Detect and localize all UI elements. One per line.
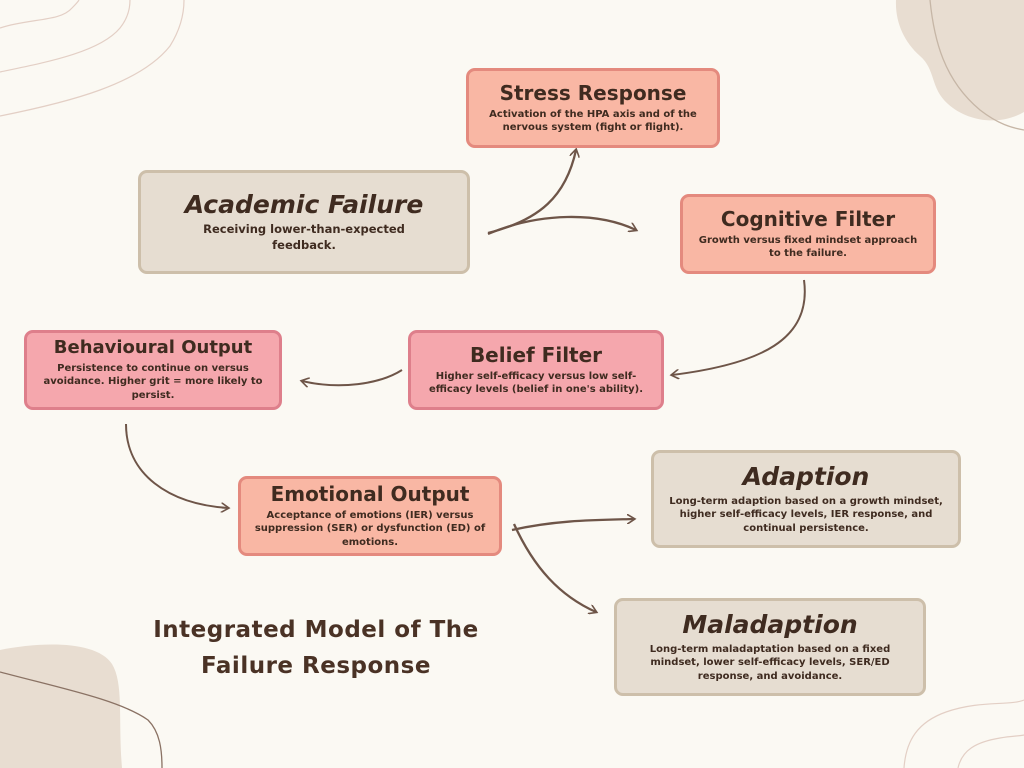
node-belief-filter: Belief Filter Higher self-efficacy versu… xyxy=(408,330,664,410)
contour-line-top-left xyxy=(0,0,80,29)
node-adaption: Adaption Long-term adaption based on a g… xyxy=(651,450,961,548)
arrow-failure-to-cognitive xyxy=(487,215,636,236)
diagram-title: Integrated Model of The Failure Response xyxy=(153,617,479,679)
node-stress-response: Stress Response Activation of the HPA ax… xyxy=(466,68,720,148)
corner-blob-top-right xyxy=(895,0,1024,121)
corner-blob-bottom-left xyxy=(0,644,122,768)
node-emotional-output: Emotional Output Acceptance of emotions … xyxy=(238,476,502,556)
node-description: Receiving lower-than-expected feedback. xyxy=(203,222,405,252)
node-academic-failure: Academic Failure Receiving lower-than-ex… xyxy=(138,170,470,274)
node-title: Belief Filter xyxy=(469,342,603,367)
arrow-emotional-to-adaption xyxy=(511,519,634,532)
arrow-behavioural-to-emotional xyxy=(125,423,228,508)
node-title: Emotional Output xyxy=(270,481,470,506)
arrow-emotional-to-maladaption xyxy=(512,523,596,612)
node-maladaption: Maladaption Long-term maladaptation base… xyxy=(614,598,926,696)
node-description: Growth versus fixed mindset approach to … xyxy=(698,234,918,260)
contour-line-top-left xyxy=(0,0,131,73)
arrow-belief-to-behavioural xyxy=(302,369,403,385)
node-cognitive-filter: Cognitive Filter Growth versus fixed min… xyxy=(680,194,936,274)
arrow-cognitive-to-belief xyxy=(672,279,806,375)
node-title: Adaption xyxy=(742,462,870,491)
contour-line-bottom-right xyxy=(957,734,1024,768)
node-description: Long-term maladaptation based on a fixed… xyxy=(649,643,891,682)
node-title: Academic Failure xyxy=(184,189,424,219)
node-title: Cognitive Filter xyxy=(720,206,896,231)
contour-line-bottom-left xyxy=(0,671,163,768)
node-title: Maladaption xyxy=(682,610,858,639)
node-description: Persistence to continue on versus avoida… xyxy=(43,362,263,401)
node-description: Acceptance of emotions (IER) versus supp… xyxy=(254,509,486,548)
node-description: Activation of the HPA axis and of the ne… xyxy=(489,108,697,134)
node-description: Higher self-efficacy versus low self-eff… xyxy=(428,370,644,396)
contour-line-top-left xyxy=(0,0,185,117)
node-description: Long-term adaption based on a growth min… xyxy=(669,495,943,534)
contour-line-top-right xyxy=(929,0,1024,131)
node-title: Stress Response xyxy=(499,80,687,105)
contour-line-bottom-right xyxy=(903,699,1024,768)
node-title: Behavioural Output xyxy=(53,336,253,358)
node-behavioural-output: Behavioural Output Persistence to contin… xyxy=(24,330,282,410)
